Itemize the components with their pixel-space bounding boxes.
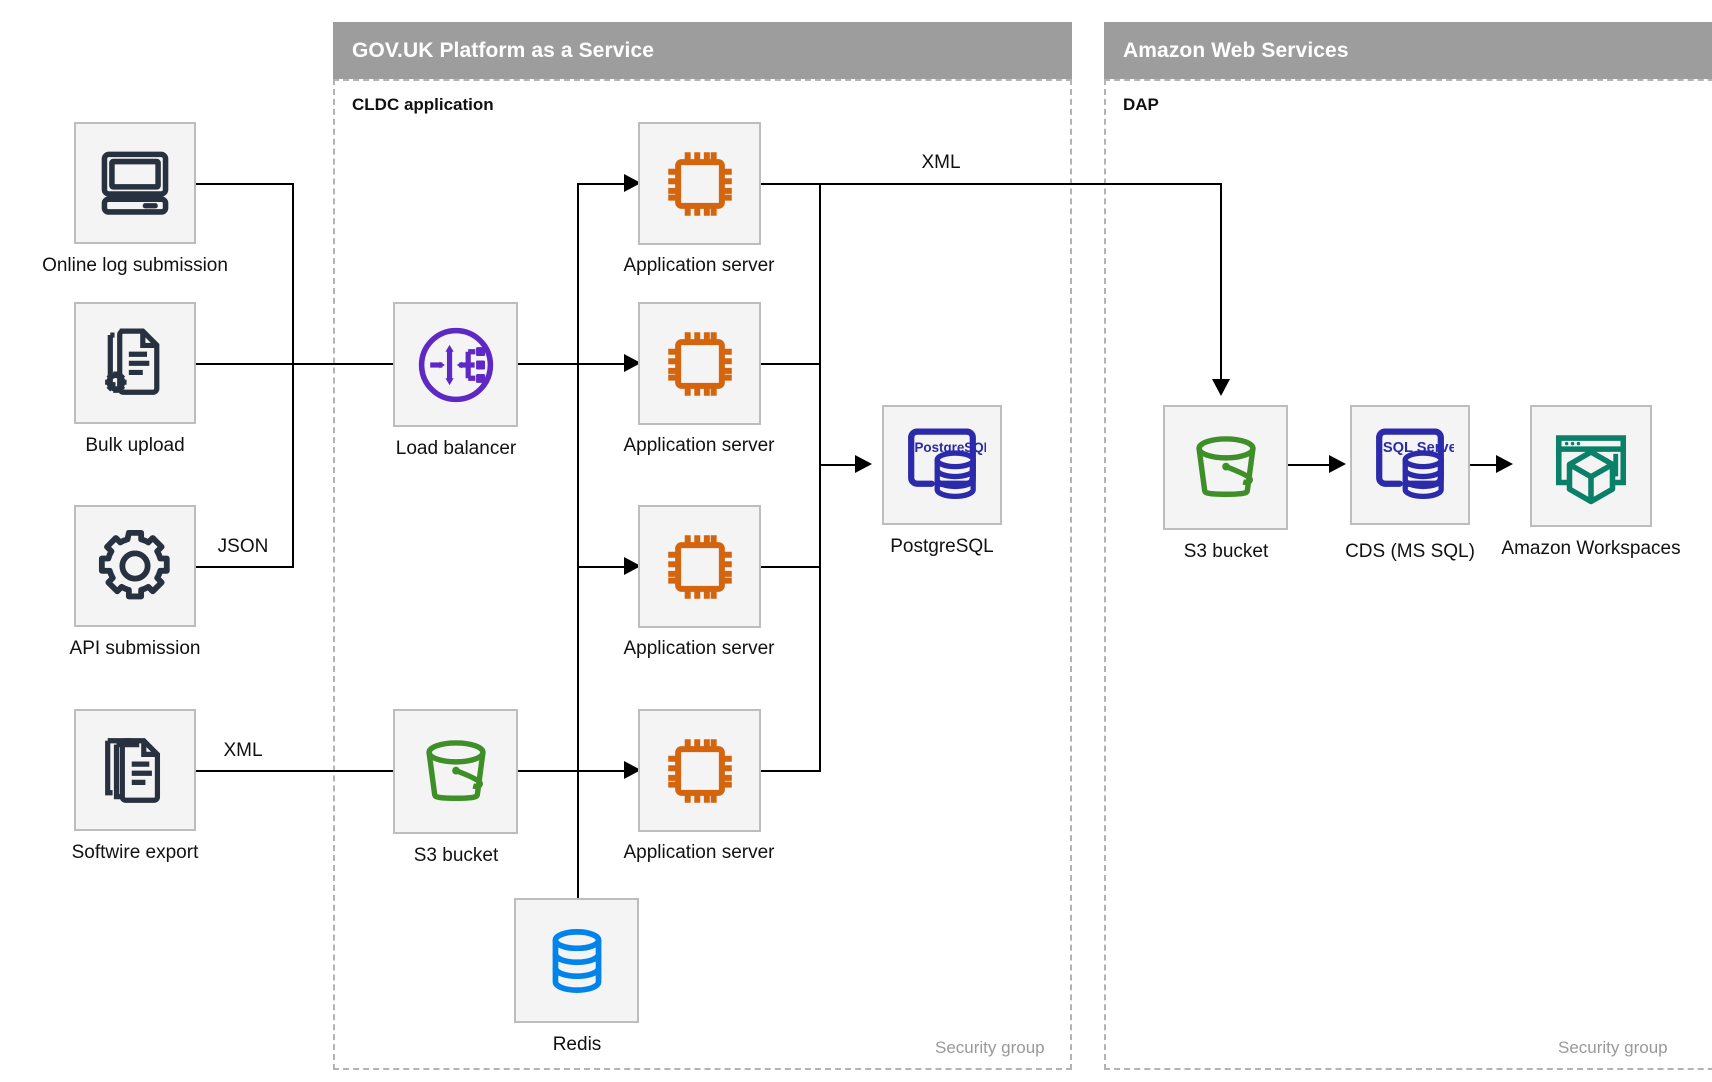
postgresql-icon-text: PostgreSQL: [915, 440, 987, 455]
edge-redis-v: [577, 770, 579, 900]
edge-xml-dap-h: [761, 183, 1222, 185]
node-label-api-submission: API submission: [69, 638, 201, 659]
node-label-application-server-4: Application server: [623, 842, 775, 863]
cpu-icon: [667, 738, 732, 803]
node-cds-ms-sql[interactable]: SQL Server: [1350, 405, 1470, 525]
database-icon: [552, 928, 601, 993]
arrow-into-app-server-1: [624, 174, 641, 192]
node-s3-bucket-paas[interactable]: [393, 709, 518, 834]
sql-server-icon-text: SQL Server: [1383, 440, 1454, 456]
edge-xml-dap-v: [1220, 183, 1222, 384]
node-label-application-server-2: Application server: [623, 435, 775, 456]
postgresql-icon: PostgreSQL: [908, 428, 987, 500]
security-group-label-paas: Security group: [935, 1038, 1045, 1057]
s3-bucket-icon: [425, 739, 486, 801]
node-application-server-2[interactable]: [638, 302, 761, 425]
arrow-into-s3-aws: [1212, 379, 1230, 396]
arrow-into-app-server-2: [624, 354, 641, 372]
node-bulk-upload[interactable]: [74, 302, 196, 424]
node-label-redis: Redis: [552, 1034, 602, 1055]
node-application-server-3[interactable]: [638, 505, 761, 628]
edge-label-xml-softwire: XML: [218, 740, 268, 762]
cldc-application-label: CLDC application: [352, 95, 494, 114]
arrow-into-postgresql: [855, 455, 872, 473]
group-header-aws-text: Amazon Web Services: [1104, 22, 1712, 79]
edge-bus-app1-h: [577, 183, 633, 185]
arrow-into-app-server-3: [624, 557, 641, 575]
dap-label: DAP: [1123, 95, 1159, 114]
cpu-icon: [667, 151, 732, 216]
node-label-amazon-workspaces: Amazon Workspaces: [1501, 538, 1681, 559]
edge-s3paas-out-h: [518, 770, 628, 772]
edge-bus-app4-h: [577, 770, 633, 772]
security-group-label-aws: Security group: [1558, 1038, 1668, 1057]
edge-cds-workspaces-h: [1455, 464, 1505, 466]
node-label-bulk-upload: Bulk upload: [85, 435, 185, 456]
node-label-s3-bucket-aws: S3 bucket: [1183, 541, 1269, 562]
gear-icon: [98, 529, 170, 600]
edge-api-submission-h: [194, 566, 294, 568]
s3-bucket-icon: [1195, 435, 1256, 497]
node-label-application-server-3: Application server: [623, 638, 775, 659]
arrow-into-workspaces: [1496, 455, 1513, 473]
edge-bus-app3-h: [577, 566, 633, 568]
edge-bulk-upload-h: [194, 363, 446, 365]
document-gear-icon: [105, 328, 160, 395]
node-online-log-submission[interactable]: [74, 122, 196, 244]
edge-softwire-h: [194, 770, 446, 772]
node-redis[interactable]: [514, 898, 639, 1023]
collection-bus-v: [819, 183, 821, 771]
group-header-aws: [1104, 22, 1712, 79]
edge-app2-out-h: [761, 363, 821, 365]
edge-label-json: JSON: [212, 536, 274, 558]
edge-bus-app2-h: [577, 363, 633, 365]
arrow-into-app-server-4: [624, 761, 641, 779]
node-label-s3-bucket-paas: S3 bucket: [413, 845, 499, 866]
edge-label-xml-dap: XML: [916, 152, 966, 174]
documents-icon: [105, 738, 161, 803]
arrow-into-cds: [1329, 455, 1346, 473]
node-s3-bucket-aws[interactable]: [1163, 405, 1288, 530]
load-balancer-icon: [418, 327, 493, 402]
node-postgresql[interactable]: PostgreSQL: [882, 405, 1002, 525]
node-label-postgresql: PostgreSQL: [890, 536, 994, 557]
edge-online-log-h: [194, 183, 294, 185]
monitor-icon: [101, 151, 169, 215]
security-group-box-aws: [1104, 79, 1712, 1070]
group-header-paas: GOV.UK Platform as a Service: [333, 22, 1072, 79]
node-label-application-server-1: Application server: [623, 255, 775, 276]
cpu-icon: [667, 534, 732, 599]
edge-bus-postgres-h: [819, 464, 864, 466]
edge-app4-out-h: [761, 770, 821, 772]
security-group-box-paas: [333, 79, 1072, 1070]
node-label-softwire-export: Softwire export: [71, 842, 199, 863]
sql-server-icon: SQL Server: [1376, 428, 1454, 500]
node-softwire-export[interactable]: [74, 709, 196, 831]
edge-lb-out-h: [518, 363, 628, 365]
group-title-aws: Amazon Web Services: [1123, 38, 1349, 62]
workspaces-icon: [1555, 435, 1627, 505]
node-load-balancer[interactable]: [393, 302, 518, 427]
group-title-paas: GOV.UK Platform as a Service: [352, 38, 654, 62]
node-label-cds-ms-sql: CDS (MS SQL): [1345, 541, 1475, 562]
node-label-online-log-submission: Online log submission: [42, 255, 228, 276]
edge-s3aws-cds-h: [1288, 464, 1338, 466]
edge-app3-out-h: [761, 566, 821, 568]
node-application-server-4[interactable]: [638, 709, 761, 832]
cpu-icon: [667, 331, 732, 396]
distribution-bus-v: [577, 183, 579, 771]
edge-input-bus-v: [292, 183, 294, 568]
node-label-load-balancer: Load balancer: [395, 438, 517, 459]
node-application-server-1[interactable]: [638, 122, 761, 245]
node-amazon-workspaces[interactable]: [1530, 405, 1652, 527]
node-api-submission[interactable]: [74, 505, 196, 627]
